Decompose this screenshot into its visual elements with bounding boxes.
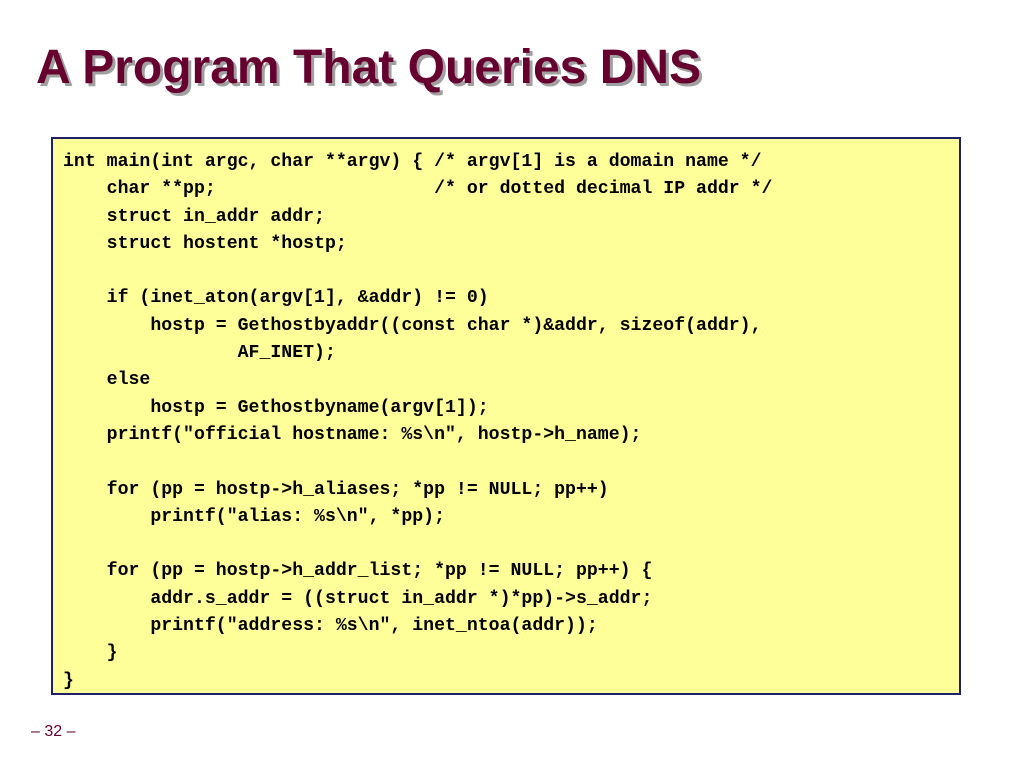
code-line: hostp = Gethostbyaddr((const char *)&add… xyxy=(63,315,762,336)
slide-title: A Program That Queries DNS xyxy=(36,41,702,94)
code-line: printf("official hostname: %s\n", hostp-… xyxy=(63,424,642,445)
code-line: } xyxy=(63,643,118,664)
code-line: char **pp; /* or dotted decimal IP addr … xyxy=(63,179,773,200)
code-line-blank xyxy=(63,531,959,558)
code-block: int main(int argc, char **argv) { /* arg… xyxy=(51,137,961,695)
code-line: printf("address: %s\n", inet_ntoa(addr))… xyxy=(63,616,598,637)
code-line: addr.s_addr = ((struct in_addr *)*pp)->s… xyxy=(63,588,653,609)
page-number: – 32 – xyxy=(31,723,76,740)
code-line: else xyxy=(63,370,151,391)
code-line: AF_INET); xyxy=(63,343,336,364)
code-line: struct in_addr addr; xyxy=(63,206,325,227)
code-line: hostp = Gethostbyname(argv[1]); xyxy=(63,397,489,418)
code-line: struct hostent *hostp; xyxy=(63,233,347,254)
code-line: int main(int argc, char **argv) { /* arg… xyxy=(63,152,762,172)
code-line: for (pp = hostp->h_addr_list; *pp != NUL… xyxy=(63,561,653,582)
code-line: printf("alias: %s\n", *pp); xyxy=(63,506,445,527)
code-line: } xyxy=(63,670,74,691)
code-line-blank xyxy=(63,258,959,285)
code-line-blank xyxy=(63,449,959,476)
code-line: if (inet_aton(argv[1], &addr) != 0) xyxy=(63,288,489,309)
code-line: for (pp = hostp->h_aliases; *pp != NULL;… xyxy=(63,479,609,500)
